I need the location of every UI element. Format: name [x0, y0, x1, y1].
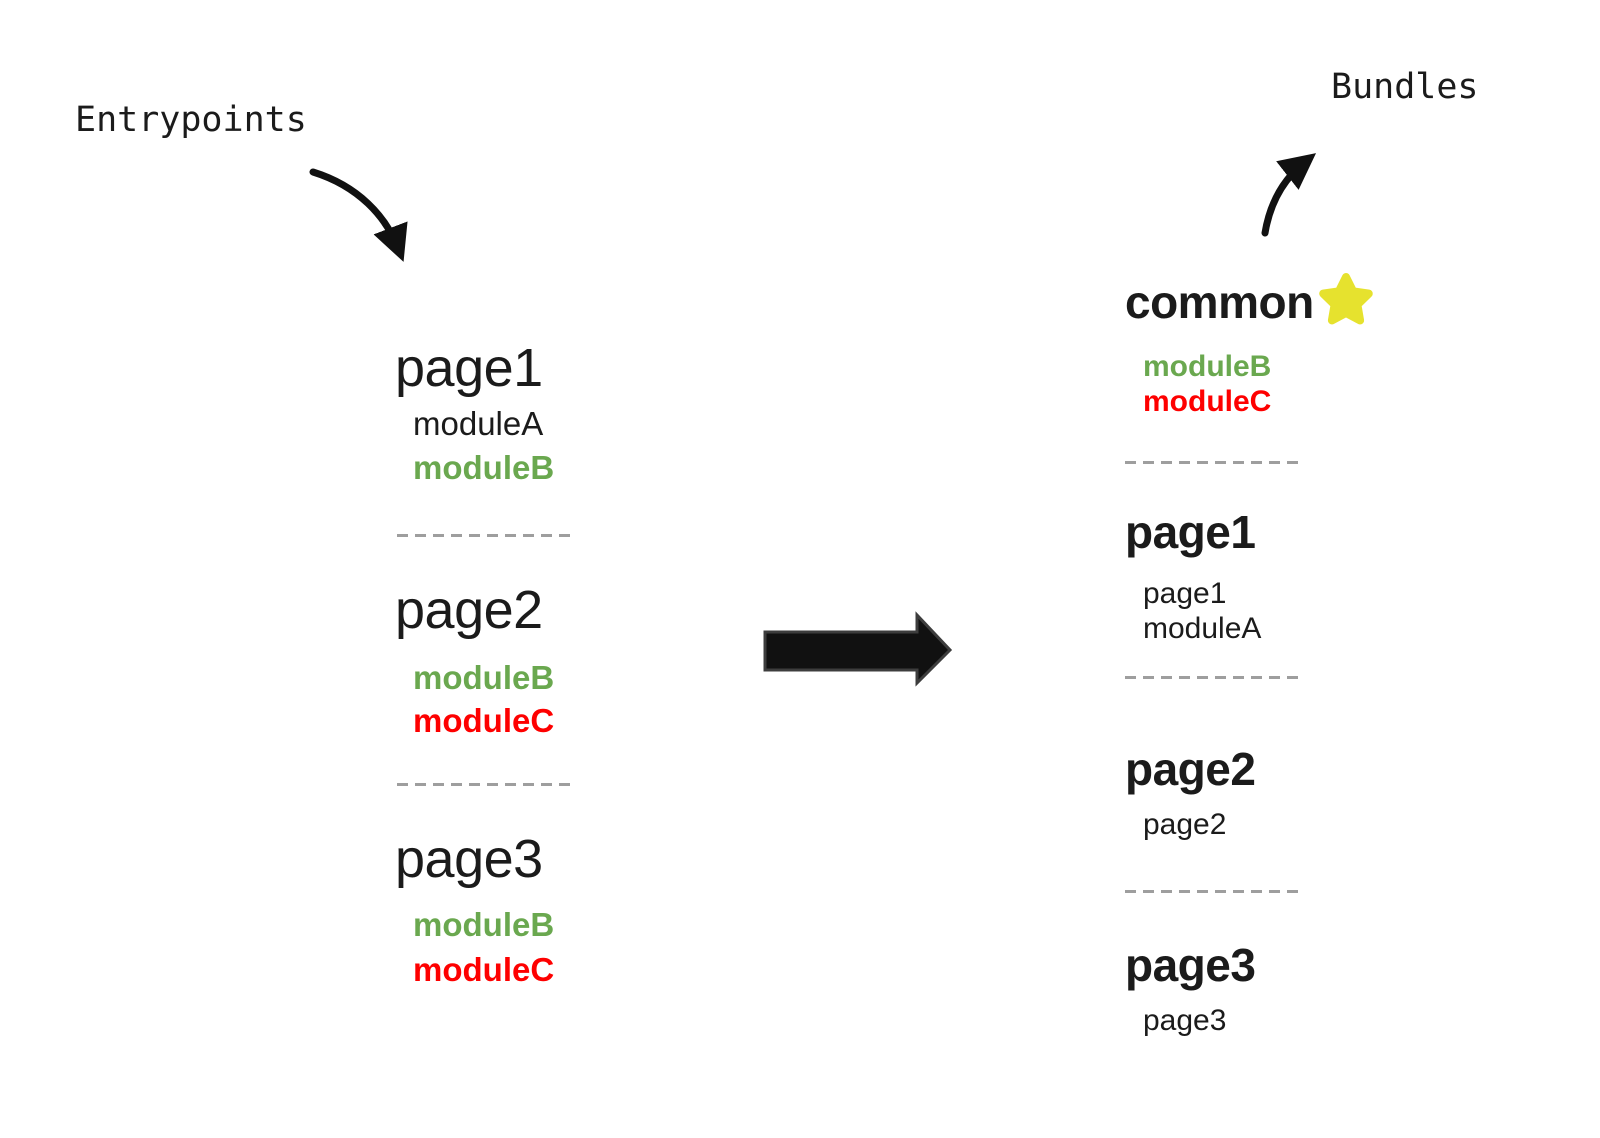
- bundle-title: page3: [1125, 939, 1256, 991]
- module-name: page3: [1143, 1004, 1227, 1037]
- divider: [1125, 890, 1303, 893]
- entrypoint-title: page2: [395, 580, 543, 640]
- module-name: moduleC: [413, 702, 555, 739]
- module-name: moduleB: [413, 906, 555, 943]
- bundle-title: page2: [1125, 743, 1256, 795]
- divider: [1125, 461, 1303, 464]
- module-name: page1: [1143, 577, 1227, 610]
- star-icon: [1319, 273, 1373, 325]
- module-name: moduleA: [1143, 612, 1262, 645]
- transform-arrow: [763, 611, 953, 687]
- divider: [397, 534, 577, 537]
- bundles-label: Bundles: [1331, 67, 1479, 107]
- entrypoints-arrow: [309, 168, 408, 262]
- module-name: moduleC: [1143, 385, 1272, 418]
- module-name: page2: [1143, 808, 1227, 841]
- bundle-title: page1: [1125, 506, 1256, 558]
- module-name: moduleB: [413, 659, 555, 696]
- divider: [397, 783, 577, 786]
- module-name: moduleC: [413, 951, 555, 988]
- entrypoints-label: Entrypoints: [75, 100, 307, 140]
- module-name: moduleA: [413, 405, 544, 442]
- entrypoint-title: page1: [395, 338, 543, 398]
- divider: [1125, 676, 1303, 679]
- module-name: moduleB: [1143, 350, 1272, 383]
- module-name: moduleB: [413, 449, 555, 486]
- entrypoint-title: page3: [395, 829, 543, 889]
- bundle-title: common: [1125, 276, 1314, 328]
- bundles-arrow: [1261, 153, 1317, 237]
